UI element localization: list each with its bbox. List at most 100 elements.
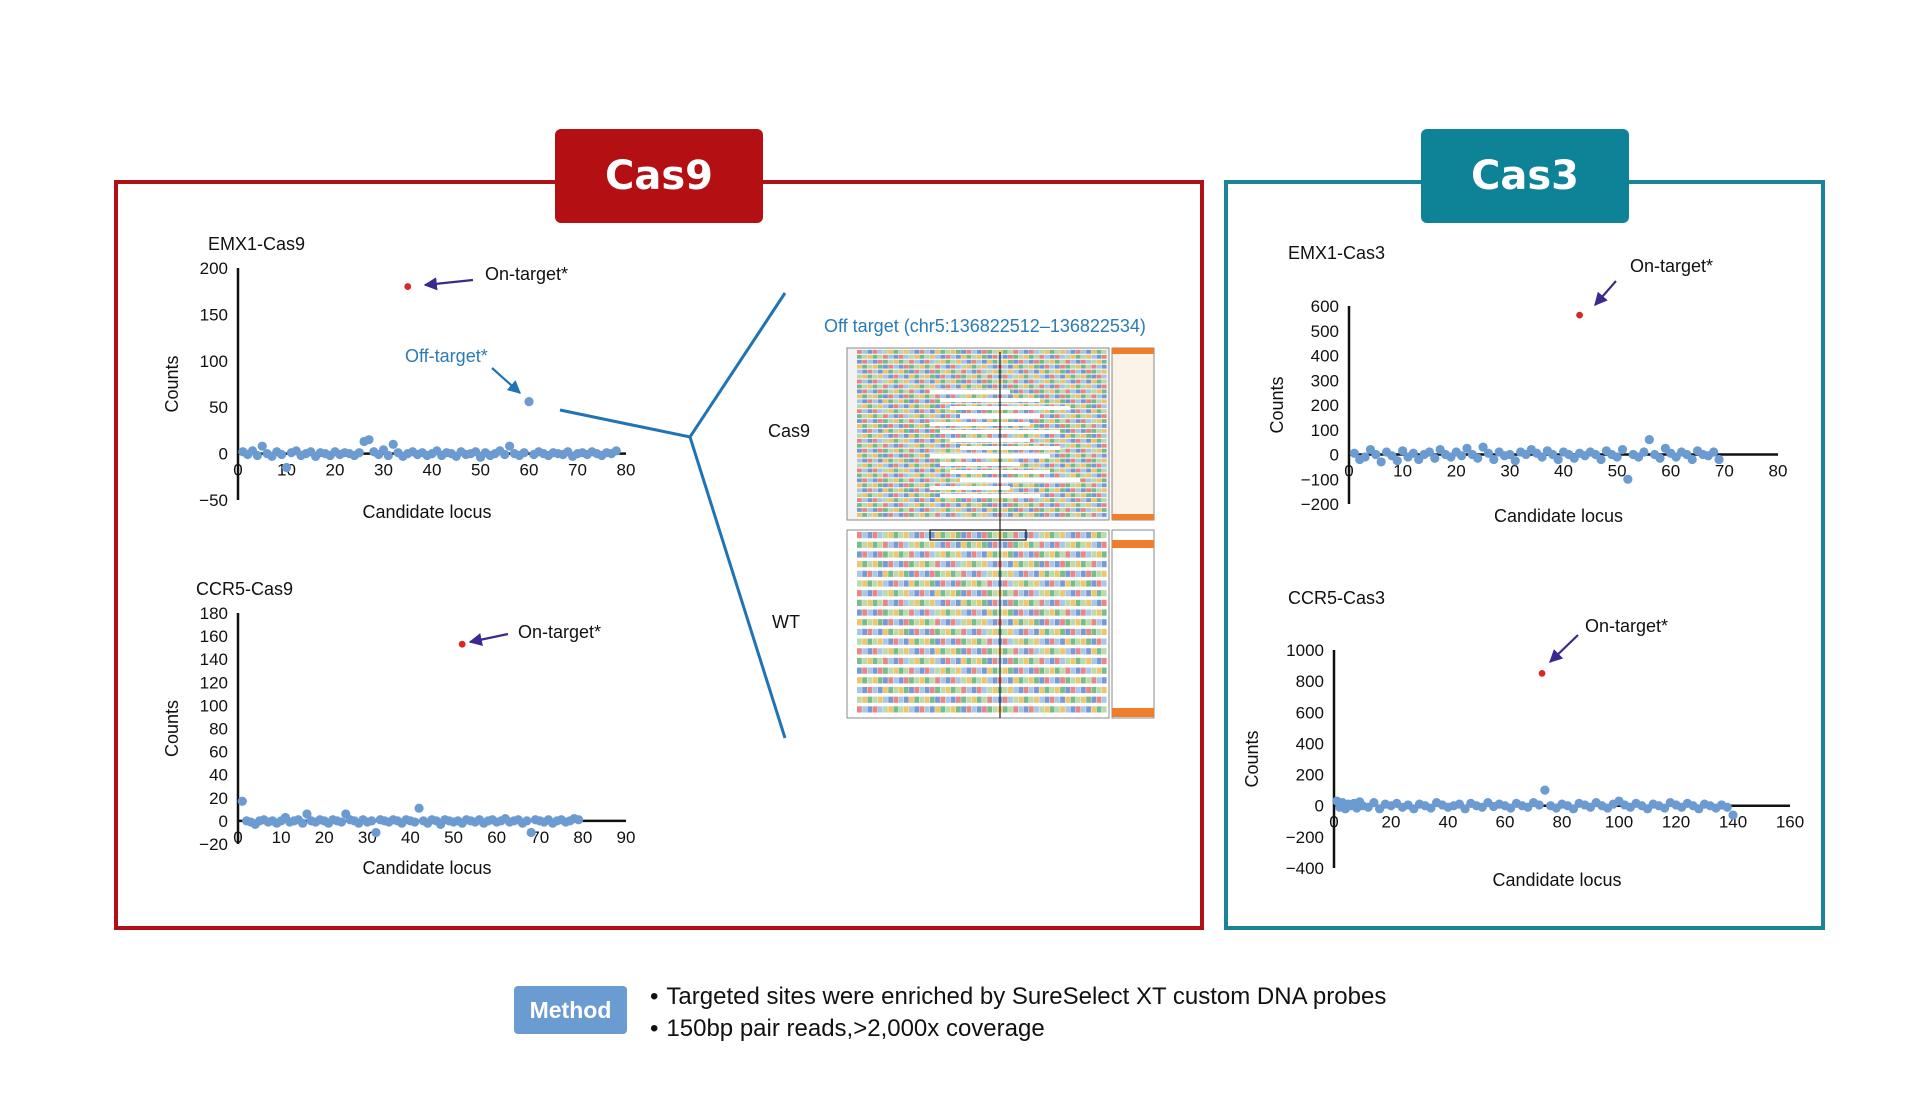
alignment-cell xyxy=(940,513,946,517)
alignment-cell xyxy=(1039,493,1045,498)
alignment-cell xyxy=(1013,409,1019,414)
alignment-cell xyxy=(1023,508,1029,512)
alignment-cell xyxy=(919,414,925,418)
alignment-cell xyxy=(1060,561,1065,568)
alignment-cell xyxy=(992,379,998,384)
data-point xyxy=(354,448,364,458)
alignment-cell xyxy=(955,414,961,418)
alignment-cell xyxy=(893,463,899,468)
alignment-cell xyxy=(909,468,914,473)
alignment-cell xyxy=(1070,379,1076,384)
alignment-cell xyxy=(1075,424,1081,428)
alignment-cell xyxy=(1044,648,1050,655)
alignment-cell xyxy=(987,677,993,684)
alignment-cell xyxy=(1070,628,1076,636)
alignment-cell xyxy=(935,483,940,488)
y-tick-label: 500 xyxy=(1311,322,1339,341)
alignment-cell xyxy=(1023,364,1029,369)
alignment-cell xyxy=(976,609,982,616)
alignment-cell xyxy=(1034,628,1039,636)
alignment-cell xyxy=(1018,483,1024,488)
alignment-cell xyxy=(872,369,878,374)
alignment-cell xyxy=(982,619,987,626)
alignment-cell xyxy=(976,483,982,488)
alignment-cell xyxy=(1086,638,1091,645)
alignment-cell xyxy=(976,379,982,384)
alignment-cell xyxy=(955,677,961,684)
alignment-cell xyxy=(862,384,868,389)
alignment-cell xyxy=(961,590,966,597)
alignment-cell xyxy=(867,561,873,568)
alignment-cell xyxy=(1018,458,1024,463)
alignment-cell xyxy=(909,706,914,713)
alignment-cell xyxy=(940,706,946,713)
alignment-cell xyxy=(898,498,904,502)
alignment-cell xyxy=(1044,364,1050,369)
alignment-cell xyxy=(893,424,899,428)
alignment-cell xyxy=(992,369,998,374)
alignment-cell xyxy=(1008,667,1013,674)
alignment-cell xyxy=(935,513,940,517)
alignment-cell xyxy=(945,609,951,616)
alignment-cell xyxy=(1101,648,1107,655)
alignment-cell xyxy=(987,359,993,364)
alignment-cell xyxy=(883,483,888,488)
alignment-cell xyxy=(1008,458,1013,463)
alignment-cell xyxy=(929,463,935,468)
data-point xyxy=(1714,454,1724,465)
alignment-cell xyxy=(961,648,966,655)
alignment-cell xyxy=(1075,551,1081,558)
alignment-cell xyxy=(898,580,904,587)
alignment-cell xyxy=(924,638,930,645)
alignment-cell xyxy=(909,429,914,433)
alignment-cell xyxy=(1075,364,1081,369)
alignment-cell xyxy=(898,354,904,359)
alignment-cell xyxy=(1075,493,1081,498)
alignment-cell xyxy=(883,468,888,473)
alignment-cell xyxy=(945,350,951,354)
alignment-cell xyxy=(914,488,920,493)
alignment-cell xyxy=(1054,399,1060,404)
alignment-cell xyxy=(903,429,909,433)
alignment-cell xyxy=(961,458,966,463)
alignment-cell xyxy=(955,696,961,703)
alignment-cell xyxy=(1065,434,1071,438)
alignment-cell xyxy=(997,350,1003,354)
alignment-cell xyxy=(976,394,982,399)
alignment-cell xyxy=(909,648,914,655)
alignment-cell xyxy=(919,706,925,713)
alignment-cell xyxy=(1086,498,1091,502)
alignment-cell xyxy=(1075,561,1081,568)
alignment-cell xyxy=(1086,667,1091,674)
alignment-cell xyxy=(919,677,925,684)
alignment-cell xyxy=(924,532,930,539)
alignment-cell xyxy=(1054,599,1060,606)
alignment-cell xyxy=(919,541,925,548)
alignment-cell xyxy=(935,369,940,374)
alignment-cell xyxy=(924,379,930,384)
alignment-cell xyxy=(1054,359,1060,364)
x-tick-label: 30 xyxy=(1500,462,1519,481)
on-target-point xyxy=(1576,311,1583,319)
alignment-cell xyxy=(898,478,904,483)
alignment-cell xyxy=(945,434,951,438)
alignment-cell xyxy=(924,493,930,498)
alignment-cell xyxy=(914,359,920,364)
alignment-cell xyxy=(1049,488,1055,493)
on-target-label: On-target* xyxy=(518,622,601,642)
alignment-cell xyxy=(1060,677,1065,684)
alignment-cell xyxy=(924,696,930,703)
alignment-cell xyxy=(888,570,894,577)
alignment-cell xyxy=(966,580,972,587)
alignment-cell xyxy=(1070,619,1076,626)
alignment-cell xyxy=(950,448,956,453)
alignment-cell xyxy=(857,677,862,684)
alignment-cell xyxy=(1065,424,1071,428)
alignment-cell xyxy=(929,498,935,502)
alignment-cell xyxy=(857,394,862,399)
alignment-cell xyxy=(987,657,993,665)
alignment-cell xyxy=(950,478,956,483)
alignment-cell xyxy=(1060,458,1065,463)
alignment-cell xyxy=(1091,369,1097,374)
alignment-cell xyxy=(903,493,909,498)
